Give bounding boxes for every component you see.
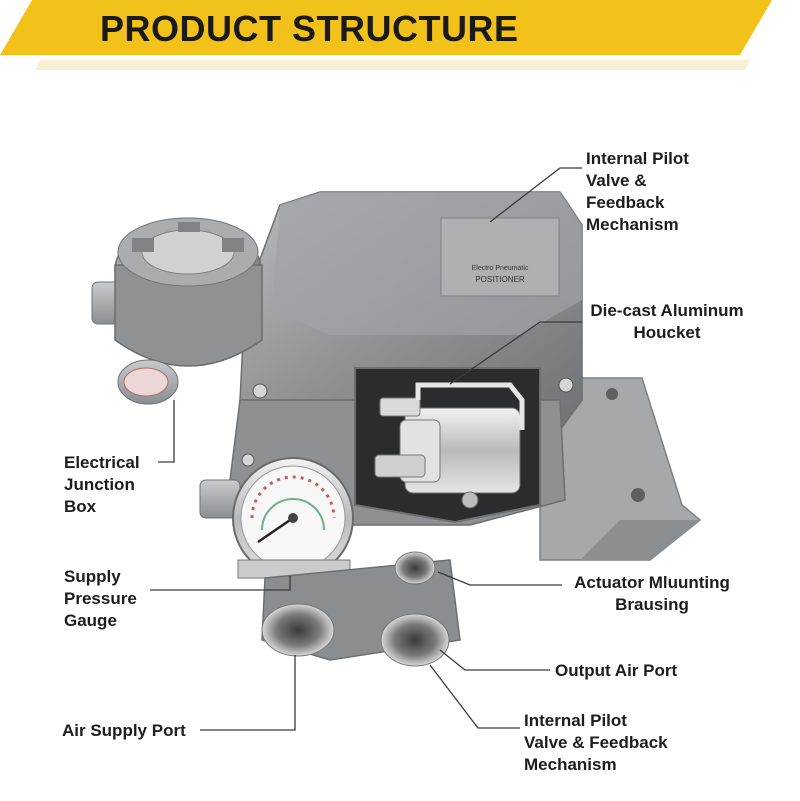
mounting-bracket bbox=[539, 377, 702, 561]
label-electrical-junction-box: Electrical Junction Box bbox=[64, 453, 140, 516]
label-internal-pilot-top: Internal Pilot Valve & Feedback Mechanis… bbox=[586, 149, 689, 234]
port-block bbox=[261, 551, 461, 667]
label-die-cast-housing: Die-cast Aluminum Houcket bbox=[590, 301, 744, 342]
page-title: PRODUCT STRUCTURE bbox=[100, 8, 519, 49]
supply-pressure-gauge bbox=[199, 457, 354, 579]
internal-pilot-valve-cutaway bbox=[354, 367, 541, 524]
label-supply-pressure-gauge: Supply Pressure Gauge bbox=[64, 567, 137, 630]
electrical-junction-box bbox=[91, 217, 263, 405]
nameplate-line1: Electro Pneumatic bbox=[472, 265, 529, 272]
label-internal-pilot-bottom: Internal Pilot Valve & Feedback Mechanis… bbox=[524, 711, 668, 774]
label-air-supply-port: Air Supply Port bbox=[62, 721, 186, 740]
nameplate-line2: POSITIONER bbox=[475, 275, 525, 284]
label-actuator-mounting: Actuator Mluunting Brausing bbox=[574, 573, 730, 614]
header-banner-area: PRODUCT STRUCTURE bbox=[0, 0, 800, 80]
leader-lines bbox=[150, 167, 582, 731]
header-banner bbox=[0, 0, 772, 70]
label-output-air-port: Output Air Port bbox=[555, 661, 678, 680]
